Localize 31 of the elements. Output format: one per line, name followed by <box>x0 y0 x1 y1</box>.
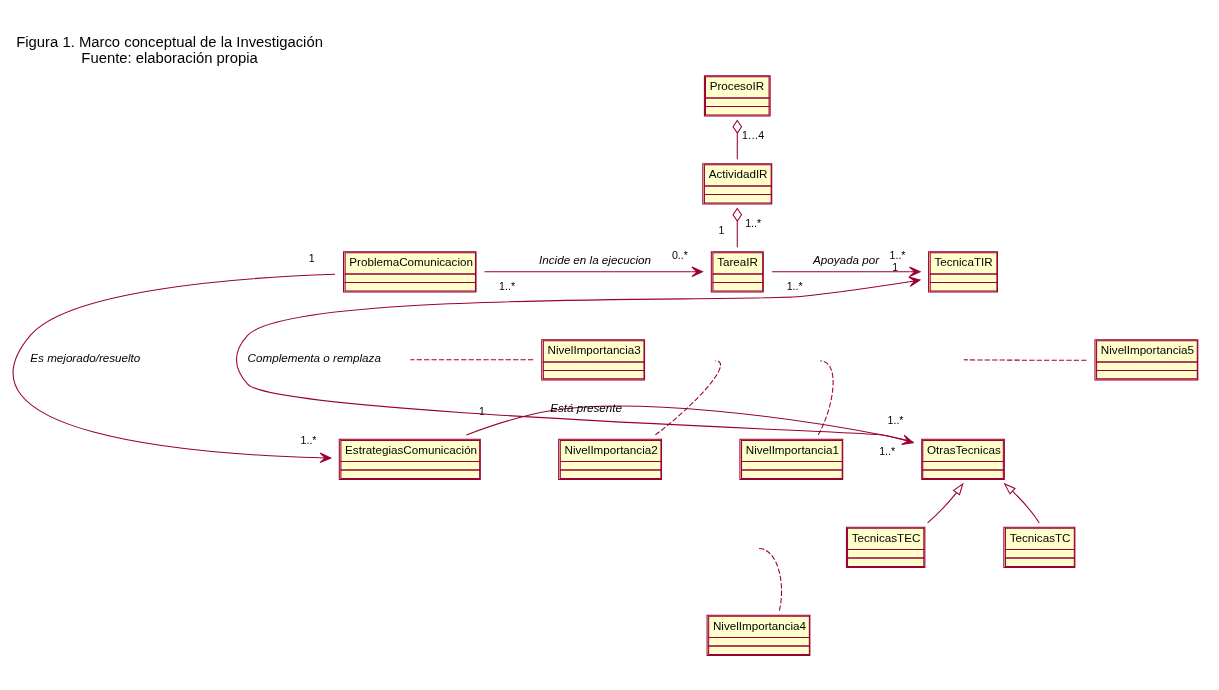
label: 1…4 <box>741 128 765 141</box>
label: 1 <box>479 404 485 417</box>
label: 1..* <box>499 279 516 292</box>
label: 1..* <box>745 216 762 229</box>
label: 1..* <box>300 433 317 446</box>
label: 0..* <box>671 248 688 261</box>
connector <box>654 359 722 435</box>
arrow <box>12 273 336 463</box>
label: 1 <box>892 260 899 273</box>
label: 1..* <box>889 248 906 261</box>
caption: Fuente: elaboración propia <box>81 49 258 66</box>
label: 1 <box>718 223 725 236</box>
label: 1..* <box>887 413 904 426</box>
connector <box>732 118 743 160</box>
arrow <box>771 266 921 277</box>
connector <box>732 206 743 248</box>
diagram-title: Figura 1. Marco conceptual de la Investigación <box>16 33 323 50</box>
connector <box>758 547 783 611</box>
edge-label: Apoyada por <box>813 252 880 266</box>
connector <box>817 359 834 435</box>
connector <box>963 358 1087 361</box>
arrow <box>483 266 704 277</box>
edge-label: Es mejorado/resuelto <box>30 350 141 364</box>
arrow <box>1003 482 1040 523</box>
connector <box>409 358 534 360</box>
edge-label: Complementa o remplaza <box>247 350 381 364</box>
label: 1..* <box>786 279 803 292</box>
arrow <box>927 482 964 523</box>
label: 1..* <box>879 444 896 457</box>
label: 1 <box>308 251 315 264</box>
edge-label: Incide en la ejecucion <box>539 252 652 266</box>
